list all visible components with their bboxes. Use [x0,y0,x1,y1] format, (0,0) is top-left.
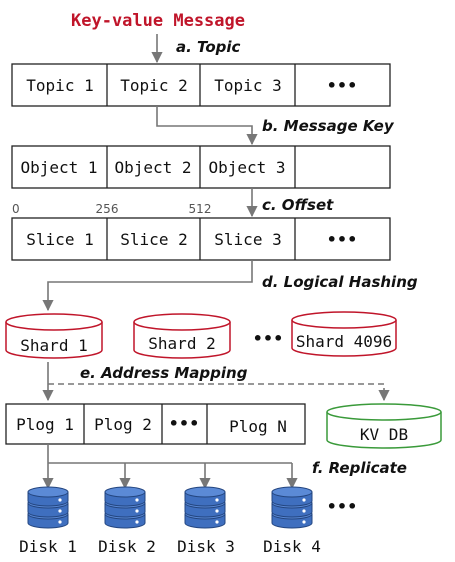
step-logical-hashing-label: d. Logical Hashing [262,273,418,291]
shard-cylinder: Shard 2 [133,313,231,359]
kvdb-cylinder: KV DB [326,403,442,449]
topic-cell: Topic 1 [26,76,93,95]
slices-row: Slice 1 Slice 2 Slice 3 ••• [11,217,391,261]
step-message-key-label: b. Message Key [262,117,395,135]
step-offset-label: c. Offset [262,196,334,214]
step-address-mapping-label: e. Address Mapping [80,364,248,382]
offset-tick: 256 [96,202,119,216]
step-topic-label: a. Topic [176,38,241,56]
plog-ellipsis: ••• [169,414,200,433]
arrow-to-kvdb [48,383,390,402]
step-replicate-label: f. Replicate [312,459,407,477]
diagram-title: Key-value Message [71,11,245,31]
disk-ellipsis: ••• [327,497,358,516]
plog-cell: Plog 2 [94,415,152,434]
objects-row-frame [11,145,391,189]
topics-row: Topic 1 Topic 2 Topic 3 ••• [11,63,391,107]
database-cylinder-icon [104,486,146,529]
slice-cell: Slice 3 [214,230,281,249]
plogs-row-frame [5,403,306,445]
topics-row-frame [11,63,391,107]
shard-ellipsis: ••• [253,329,284,348]
object-cell: Object 1 [20,158,97,177]
offset-tick: 0 [12,202,20,216]
topic-cell: Topic 3 [214,76,281,95]
topic-cell: Topic 2 [120,76,187,95]
topic-ellipsis: ••• [327,76,358,95]
replicate-arrows [42,444,298,490]
slices-row-frame [11,217,391,261]
database-cylinder-icon [184,486,226,529]
arrow-to-objects [156,106,258,146]
shard-cylinder: Shard 4096 [291,311,397,357]
object-cell: Object 3 [208,158,285,177]
database-cylinder-icon [27,486,69,529]
disk-label: Disk 1 [19,537,77,556]
disk-label: Disk 4 [263,537,321,556]
slice-cell: Slice 2 [120,230,187,249]
offset-tick: 512 [189,202,212,216]
plogs-row: Plog 1 Plog 2 ••• Plog N [5,403,306,445]
kvdb-label: KV DB [360,425,408,444]
objects-row: Object 1 Object 2 Object 3 [11,145,391,189]
plog-cell: Plog N [229,417,287,436]
shard-label: Shard 1 [20,336,87,355]
shard-cylinder: Shard 1 [5,313,103,359]
slice-cell: Slice 1 [26,230,93,249]
slice-ellipsis: ••• [327,230,358,249]
database-cylinder-icon [271,486,313,529]
shard-label: Shard 4096 [296,332,392,351]
arrow-to-shards [42,260,253,312]
plog-cell: Plog 1 [16,415,74,434]
shard-label: Shard 2 [148,334,215,353]
disk-label: Disk 2 [98,537,156,556]
object-cell: Object 2 [114,158,191,177]
disk-label: Disk 3 [177,537,235,556]
